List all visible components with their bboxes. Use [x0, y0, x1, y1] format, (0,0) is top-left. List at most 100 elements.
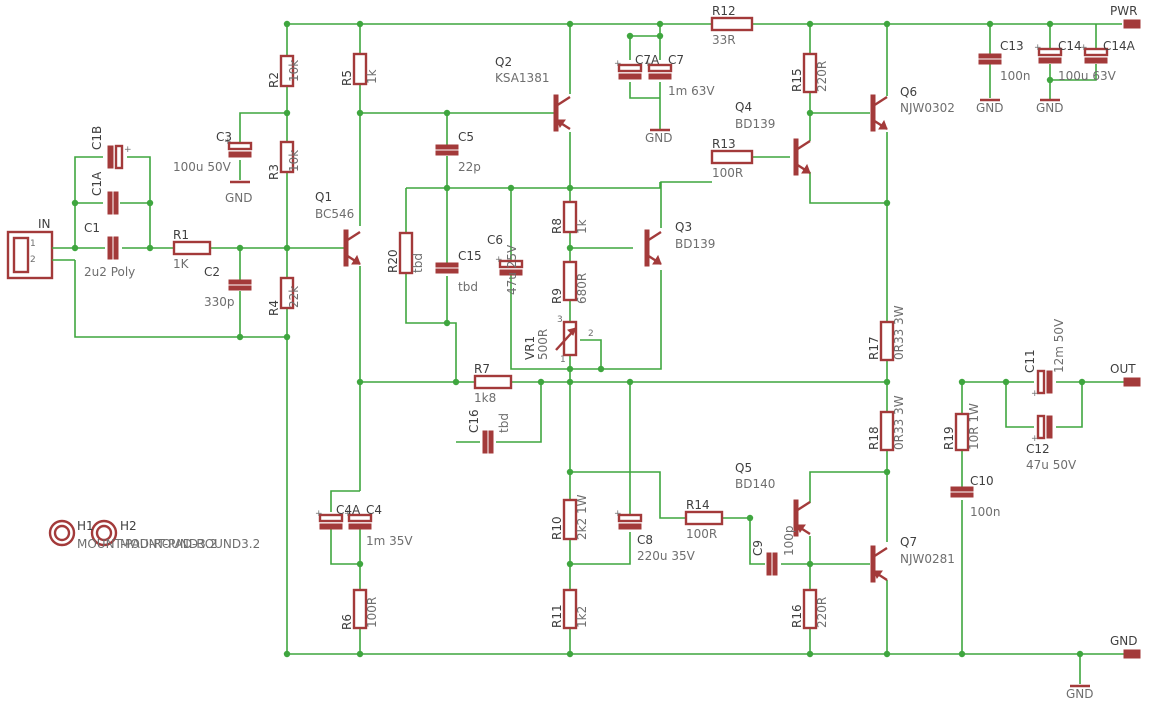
capacitor-name: C1 [84, 221, 100, 235]
h1-hole [48, 519, 76, 547]
input-connector [6, 230, 75, 280]
c6-plate [498, 259, 524, 269]
trimmer-pin-label: 1 [560, 355, 566, 365]
capacitor-name: C6 [487, 233, 503, 247]
transistor-value: BD139 [675, 237, 715, 251]
r11-body [562, 588, 578, 630]
junction-dot [566, 468, 574, 476]
junction-dot [283, 650, 291, 658]
q7-collector [872, 546, 888, 559]
capacitor-name: C16 [467, 409, 481, 433]
transistor-value: BC546 [315, 207, 354, 221]
resistor-name: R7 [474, 362, 490, 376]
capacitor-value: 100u 50V [173, 160, 232, 174]
wire [239, 112, 287, 180]
r3-body [279, 140, 295, 174]
transistor-name: Q3 [675, 220, 692, 234]
junction-dot [566, 560, 574, 568]
capacitor-value: 47u 50V [1026, 458, 1077, 472]
junction-dot [356, 378, 364, 386]
input-port-label: IN [38, 217, 51, 231]
q3 [644, 229, 662, 267]
c7-plate [647, 63, 673, 73]
gnd-label: GND [645, 131, 673, 145]
c11-plate [1036, 369, 1046, 395]
r1 [172, 240, 212, 256]
resistor-name: R20 [386, 249, 400, 273]
capacitor-name: C2 [204, 265, 220, 279]
c7a: + [614, 59, 643, 80]
c14a-plus: + [1080, 43, 1088, 53]
c1a-plate [113, 191, 119, 215]
c2-plate [228, 279, 252, 285]
junction-dot [71, 199, 79, 207]
resistor-name: R13 [712, 137, 736, 151]
q6-arrow [878, 119, 888, 130]
junction-dot [1046, 76, 1054, 84]
capacitor-value: 47u 25V [505, 244, 519, 295]
c6-plus: + [495, 255, 503, 265]
wire [569, 369, 750, 519]
junction-dot [883, 20, 891, 28]
capacitor-name: C5 [458, 130, 474, 144]
r15-body [802, 52, 818, 94]
c5 [435, 144, 459, 156]
junction-dot [1046, 20, 1054, 28]
junction-dot [597, 365, 605, 373]
resistor-value: 0R33 3W [892, 305, 906, 360]
q4-arrow [801, 163, 811, 174]
pwr-port-label: PWR [1110, 4, 1137, 18]
c4a: + [315, 509, 344, 530]
junction-dot [746, 514, 754, 522]
r2 [279, 54, 295, 88]
capacitor-name: C1A [90, 171, 104, 196]
c14: + [1034, 43, 1063, 64]
c2 [228, 279, 252, 291]
capacitor-name: C12 [1026, 442, 1050, 456]
c1a-plate [107, 191, 113, 215]
r6-body [352, 588, 368, 630]
input-pin-label: 1 [30, 239, 36, 249]
c12: + [1031, 414, 1053, 444]
junction-dot [236, 333, 244, 341]
resistor-value: 220R [815, 597, 829, 628]
resistor-value: 33R [712, 33, 736, 47]
gnd-label: GND [1036, 101, 1064, 115]
resistor-value: 2k2 1W [575, 494, 589, 540]
capacitor-name: C8 [637, 533, 653, 547]
q4 [793, 138, 811, 176]
resistor-value: 680R [575, 273, 589, 304]
junction-dot [566, 365, 574, 373]
gnd-label: GND [225, 191, 253, 205]
junction-dot [283, 244, 291, 252]
q7-base [870, 545, 876, 583]
c9-plate [766, 552, 772, 576]
c14a: + [1080, 43, 1109, 64]
capacitor-name: C3 [216, 130, 232, 144]
capacitor-value: 100u 63V [1058, 69, 1117, 83]
resistor-name: R4 [267, 300, 281, 316]
junction-dot [806, 20, 814, 28]
input-connector-body [12, 236, 30, 274]
q5-base [793, 499, 799, 537]
wire [446, 188, 457, 382]
transistor-name: Q7 [900, 535, 917, 549]
junction-dot [656, 20, 664, 28]
junction-dot [356, 20, 364, 28]
r13 [710, 149, 754, 165]
resistor-name: R2 [267, 72, 281, 88]
wire [330, 382, 361, 565]
junctions [71, 20, 1086, 658]
resistor-value: 100R [686, 527, 717, 541]
junction-dot [656, 32, 664, 40]
junction-dot [283, 333, 291, 341]
resistor-value: 0R33 3W [892, 395, 906, 450]
junction-dot [356, 560, 364, 568]
wire [74, 260, 287, 338]
q6-base [870, 94, 876, 132]
q3-base [644, 229, 650, 267]
resistor-name: R8 [550, 218, 564, 234]
trimmer-name: VR1 [523, 336, 537, 360]
resistor-name: R19 [942, 426, 956, 450]
vr1 [555, 320, 578, 357]
